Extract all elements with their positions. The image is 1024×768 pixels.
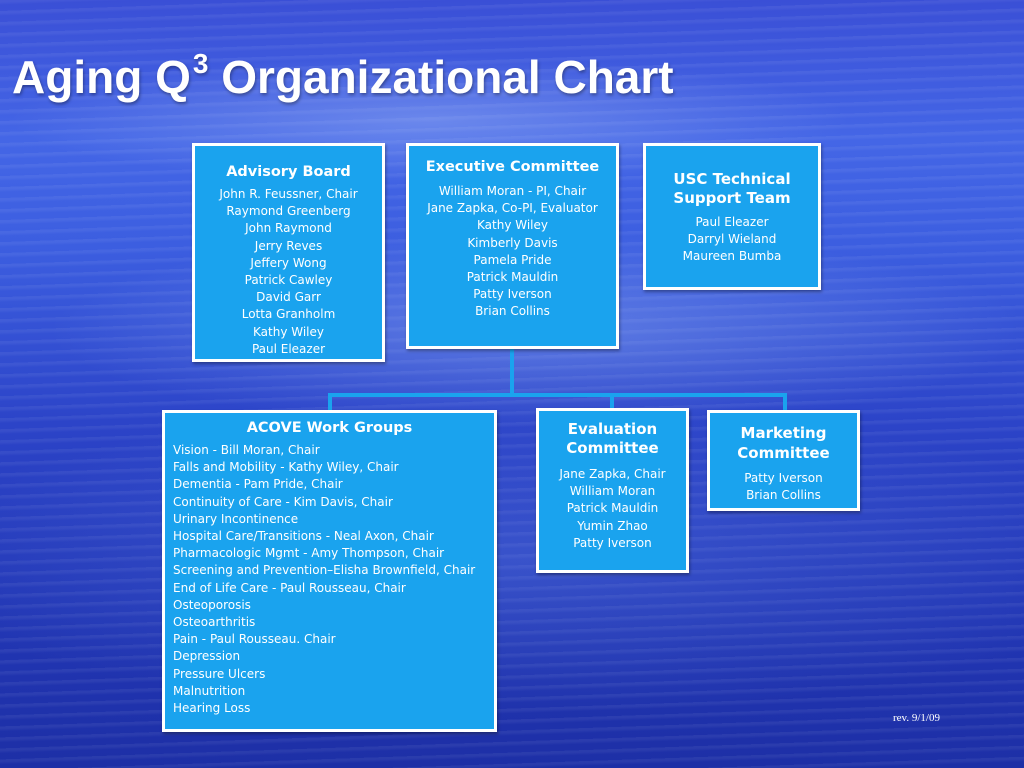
list-item: Kathy Wiley (477, 218, 548, 233)
list-item: Screening and Prevention–Elisha Brownfie… (173, 563, 476, 578)
list-item: Urinary Incontinence (173, 511, 299, 526)
list-item: Maureen Bumba (682, 249, 782, 264)
list-item: David Garr (256, 290, 321, 305)
list-item: End of Life Care - Paul Rousseau, Chair (173, 580, 406, 595)
list-item: Raymond Greenberg (226, 204, 351, 219)
list-item: Brian Collins (746, 488, 821, 503)
list-item: Pamela Pride (473, 252, 552, 267)
list-item: Patty Iverson (573, 535, 652, 550)
list-item: Vision - Bill Moran, Chair (173, 443, 320, 457)
list-item: Patrick Mauldin (466, 270, 559, 285)
list-item: Darryl Wieland (687, 232, 777, 247)
list-item: Jane Zapka, Chair (559, 467, 666, 481)
list-item: Paul Eleazer (695, 215, 769, 229)
list-item: Malnutrition (173, 683, 246, 698)
list-item: Continuity of Care - Kim Davis, Chair (173, 494, 393, 509)
list-item: Patrick Cawley (244, 273, 333, 288)
executive-committee-box: Executive Committee William Moran - PI, … (406, 143, 619, 349)
list-item: John Raymond (245, 221, 332, 236)
list-item: William Moran (569, 484, 656, 499)
list-item: Jerry Reves (254, 238, 323, 253)
list-item: Pain - Paul Rousseau. Chair (173, 632, 336, 647)
list-item: Pressure Ulcers (173, 666, 266, 681)
revision-date: rev. 9/1/09 (893, 712, 940, 724)
acove-work-groups-title: ACOVE Work Groups (246, 420, 413, 436)
list-item: Osteoarthritis (173, 615, 256, 630)
list-item: Jane Zapka, Co-PI, Evaluator (427, 201, 598, 216)
list-item: Kimberly Davis (467, 235, 558, 250)
list-item: William Moran - PI, Chair (438, 184, 587, 198)
advisory-board-box: Advisory Board John R. Feussner, Chair R… (192, 143, 385, 362)
executive-committee-title: Executive Committee (425, 159, 600, 175)
page-title: Aging Q3 Organizational Chart (12, 47, 674, 103)
list-item: Brian Collins (475, 304, 550, 319)
acove-work-groups-box: ACOVE Work Groups Vision - Bill Moran, C… (162, 410, 497, 732)
list-item: Depression (173, 649, 241, 664)
list-item: Falls and Mobility - Kathy Wiley, Chair (173, 460, 399, 475)
advisory-board-title: Advisory Board (226, 164, 351, 180)
list-item: Hearing Loss (173, 701, 251, 716)
list-item: Hospital Care/Transitions - Neal Axon, C… (173, 529, 434, 544)
list-item: Yumin Zhao (577, 518, 648, 533)
list-item: Pharmacologic Mgmt - Amy Thompson, Chair (173, 546, 445, 561)
list-item: John R. Feussner, Chair (219, 187, 358, 201)
list-item: Paul Eleazer (251, 341, 326, 356)
list-item: Patty Iverson (744, 471, 823, 485)
list-item: Patty Iverson (473, 287, 552, 302)
list-item: Dementia - Pam Pride, Chair (173, 477, 343, 492)
list-item: Jeffery Wong (250, 255, 327, 270)
list-item: Patrick Mauldin (566, 501, 659, 516)
list-item: Kathy Wiley (253, 324, 324, 339)
list-item: Osteoporosis (173, 597, 251, 612)
list-item: Lotta Granholm (241, 307, 336, 322)
